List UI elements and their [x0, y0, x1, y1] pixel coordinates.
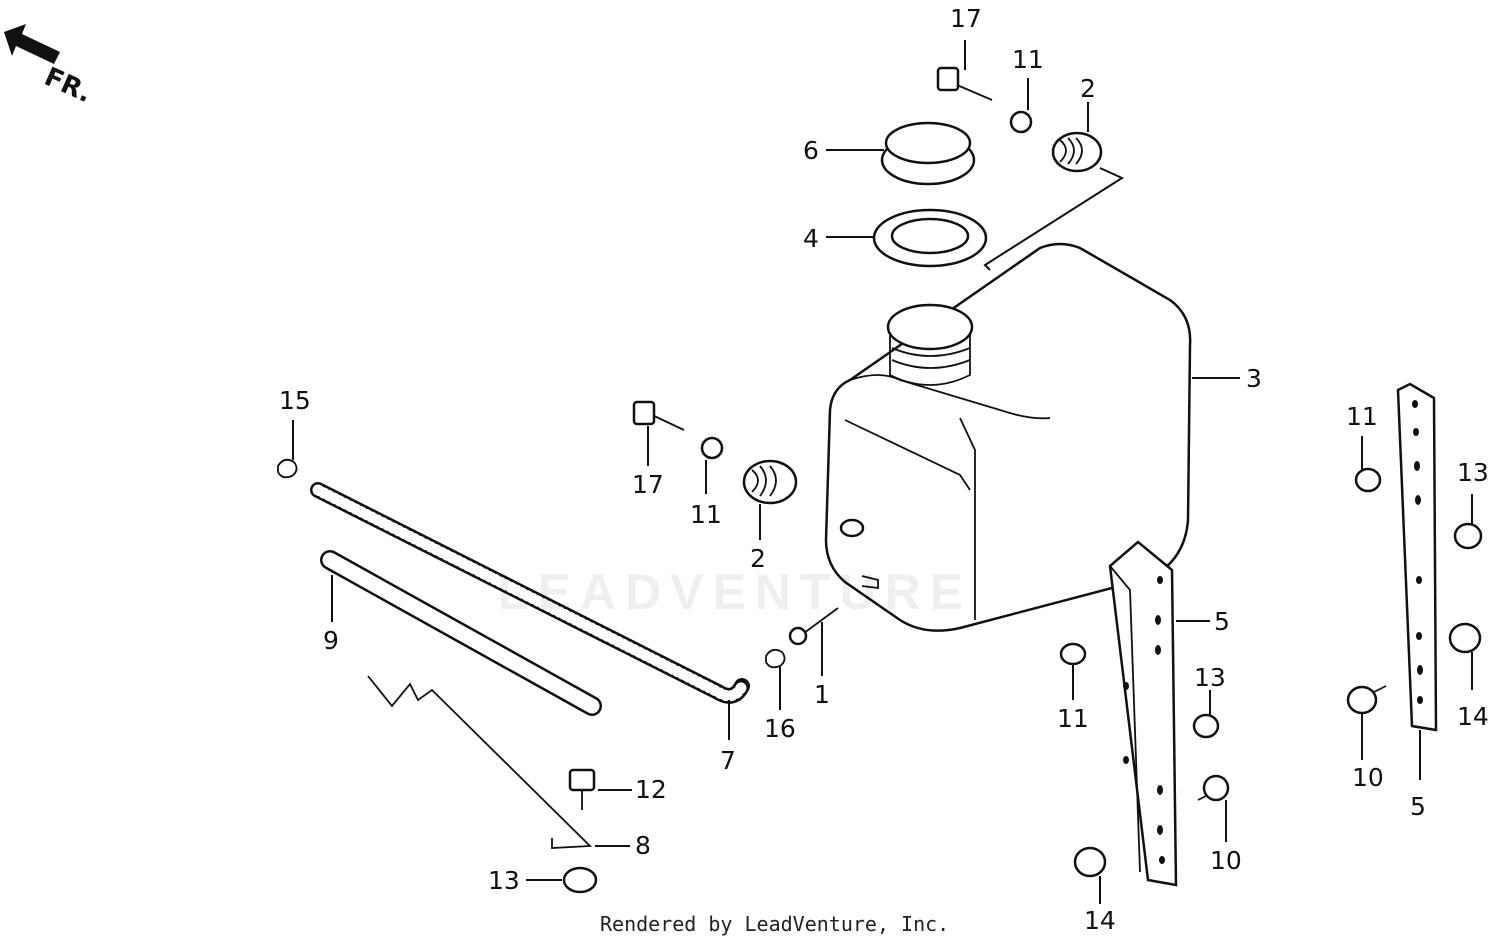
grommet-icon — [742, 459, 798, 540]
callout-17: 17 — [950, 4, 982, 33]
callout-6: 6 — [803, 136, 819, 165]
callout-11: 11 — [1012, 45, 1044, 74]
fuel-hose-icon — [310, 482, 750, 740]
tank-bracket-icon — [1108, 540, 1210, 887]
callout-10: 10 — [1352, 763, 1384, 792]
bolt-icon — [1346, 685, 1387, 760]
footer-credit: Rendered by LeadVenture, Inc. — [600, 912, 950, 936]
bushing-icon — [1354, 436, 1382, 493]
bolt-icon — [1197, 774, 1230, 842]
watermark: LEADVENTURE — [498, 564, 973, 620]
flange-nut-icon — [1192, 690, 1220, 739]
callout-4: 4 — [803, 224, 819, 253]
fuel-joint-icon — [788, 607, 839, 676]
flange-bolt-icon — [936, 40, 993, 101]
cap-gasket-icon — [826, 208, 988, 268]
callout-3: 3 — [1246, 364, 1262, 393]
callout-13: 13 — [1194, 663, 1226, 692]
wire-stay-icon — [367, 675, 630, 849]
flange-nut-icon — [1448, 622, 1482, 690]
callout-2: 2 — [750, 544, 766, 573]
flange-bolt-icon — [632, 400, 685, 466]
hose-clip-icon — [277, 420, 298, 479]
callout-11: 11 — [690, 500, 722, 529]
callout-11: 11 — [1057, 704, 1089, 733]
callout-14: 14 — [1457, 702, 1489, 731]
flange-nut-icon — [526, 866, 598, 894]
callout-10: 10 — [1210, 846, 1242, 875]
callout-1: 1 — [814, 680, 830, 709]
flange-bolt-icon — [568, 768, 632, 810]
bushing-icon — [1059, 642, 1087, 700]
breather-tube-icon — [320, 550, 602, 716]
callout-13: 13 — [488, 866, 520, 895]
callout-17: 17 — [632, 470, 664, 499]
fuel-tank-icon — [824, 242, 1240, 632]
callout-12: 12 — [635, 775, 667, 804]
flange-nut-icon — [1453, 494, 1483, 550]
bushing-icon — [1009, 78, 1033, 134]
bushing-icon — [700, 436, 724, 494]
callout-5: 5 — [1410, 792, 1426, 821]
callout-7: 7 — [720, 746, 736, 775]
front-direction-arrow-icon — [4, 24, 60, 64]
callout-16: 16 — [764, 714, 796, 743]
flange-nut-icon — [1073, 846, 1107, 904]
callout-5: 5 — [1214, 607, 1230, 636]
callout-8: 8 — [635, 831, 651, 860]
hose-clip-icon — [765, 648, 786, 710]
callout-15: 15 — [279, 386, 311, 415]
callout-11: 11 — [1346, 402, 1378, 431]
callout-13: 13 — [1457, 458, 1489, 487]
tank-bracket-icon — [1396, 382, 1438, 780]
callout-2: 2 — [1080, 74, 1096, 103]
callout-9: 9 — [323, 626, 339, 655]
grommet-icon — [1051, 102, 1103, 173]
fuel-cap-icon — [826, 121, 976, 186]
callout-14: 14 — [1084, 906, 1116, 935]
